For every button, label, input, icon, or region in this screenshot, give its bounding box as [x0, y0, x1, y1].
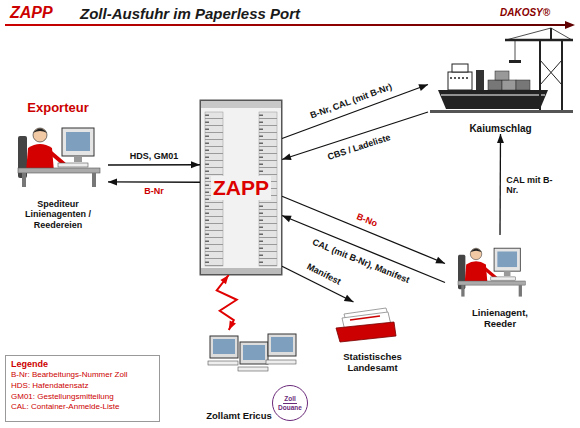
arrow-head [220, 275, 228, 284]
terminal-node: Kaiumschlag [428, 24, 573, 134]
office-node: Statistisches Landesamt [325, 302, 420, 374]
flow-connector [217, 275, 237, 330]
person-at-computer [458, 248, 525, 296]
node-label: Douane [278, 404, 302, 411]
arrow-head [191, 161, 200, 168]
node-label: Linienagent, Reeder [465, 308, 535, 330]
connector-line [282, 196, 445, 263]
stamp-circle: ZollDouane [272, 385, 308, 421]
legend-entry: GM01: Gestellungsmitteilung [11, 392, 154, 403]
legend-box: LegendeB-Nr: Bearbeitungs-Nummer ZollHDS… [5, 355, 160, 422]
flow-connector [282, 196, 445, 263]
edge-label: B-No [355, 211, 379, 228]
flow-connector [108, 161, 200, 168]
legend-text: GM01: Gestellungsmitteilung [11, 392, 114, 401]
arrow-head [497, 134, 504, 143]
node-label: Zoll [283, 395, 297, 403]
connector-line [108, 164, 200, 166]
arrow-head [418, 84, 428, 91]
actor-node: Linienagent, Reeder [445, 235, 555, 330]
diagram-title: Zoll-Ausfuhr im Paperless Port [80, 5, 300, 22]
legend-text: HDS: Hafendatensatz [11, 381, 88, 390]
node-label: Kaiumschlag [469, 123, 531, 134]
edge-label: B-Nr [144, 186, 164, 196]
customs-computers [208, 334, 296, 371]
edge-label: CBS / Ladeliste [326, 132, 391, 162]
arrow-head [282, 216, 292, 223]
edge-label: HDS, GM01 [130, 151, 179, 161]
connector-line [108, 181, 200, 183]
arrow-head [282, 153, 292, 160]
header-logo: ZAPP [10, 4, 53, 22]
node-label: Exporteur [27, 100, 88, 115]
flow-connector [108, 178, 200, 185]
flow-connector [282, 216, 445, 283]
legend-entry: HDS: Hafendatensatz [11, 381, 154, 392]
flow-connector [497, 134, 504, 235]
node-label: Spediteur Linienagenten / Reedereien [8, 199, 108, 230]
ship-and-crane [430, 28, 573, 113]
node-label: Statistisches Landesamt [325, 352, 420, 374]
node-label: Zollamt Ericus [206, 411, 271, 422]
flow-connector [282, 84, 428, 138]
edge-label: B-Nr, CAL (mit B-Nr) [309, 81, 394, 120]
edge-label: CAL mit B-Nr. [506, 174, 554, 195]
legend-text: CAL: Container-Anmelde-Liste [11, 402, 120, 411]
brand-mark: DAKOSY® [500, 7, 550, 18]
legend-heading: Legende [11, 359, 154, 369]
arrow-head [108, 178, 117, 185]
node-label: ZAPP [211, 176, 271, 200]
legend-entry: CAL: Container-Anmelde-Liste [11, 402, 154, 413]
legend-entry: B-Nr: Bearbeitungs-Nummer Zoll [11, 370, 154, 381]
arrow-head [435, 257, 445, 264]
arrow-head [229, 320, 236, 330]
connector-line [282, 85, 428, 139]
edge-label: Manifest [305, 261, 342, 286]
server-cabinet [200, 100, 282, 275]
connector-line [282, 216, 445, 283]
header-rule [5, 21, 575, 29]
person-at-computer [18, 128, 100, 187]
office-node: Zollamt Ericus [205, 330, 273, 422]
document-tray [336, 308, 396, 342]
connector-line [499, 134, 501, 235]
arrow-head [344, 295, 354, 302]
connector-line [217, 275, 237, 330]
legend-text: B-Nr: Bearbeitungs-Nummer Zoll [11, 370, 127, 379]
actor-node: ExporteurSpediteur Linienagenten / Reede… [8, 100, 108, 230]
server-box: ZAPP [200, 100, 282, 275]
